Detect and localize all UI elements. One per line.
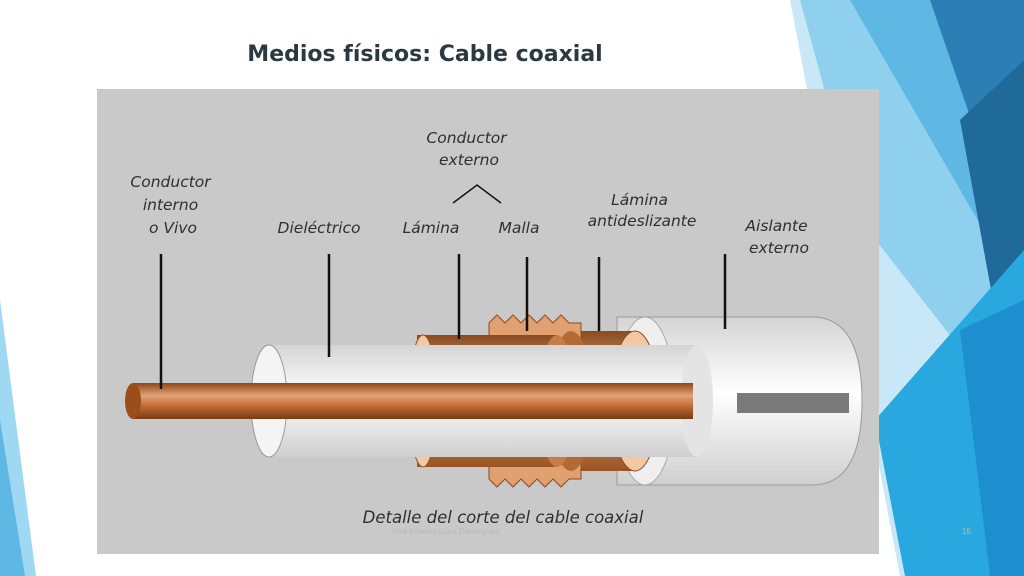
conductor-interno-layer: [125, 383, 693, 419]
page-number: 15: [962, 527, 971, 536]
label-conductor-externo: Conductor externo: [426, 129, 511, 169]
label-aislante-externo: Aislante externo: [744, 217, 812, 257]
label-lamina-antideslizante: Lámina antideslizante: [588, 191, 697, 230]
footer-author: José Ernesto Luna Domínguez: [390, 527, 500, 536]
label-malla: Malla: [499, 219, 540, 237]
coaxial-cable-diagram: Conductor interno o Vivo Dieléctrico Con…: [97, 89, 879, 554]
jacket-print-mark: [737, 393, 849, 413]
label-dielectrico: Dieléctrico: [278, 219, 361, 237]
label-conductor-interno: Conductor interno o Vivo: [130, 173, 215, 237]
label-lamina: Lámina: [403, 219, 460, 237]
leader-lines: [159, 254, 727, 389]
figure-caption: Detalle del corte del cable coaxial: [363, 508, 644, 527]
conductor-externo-bracket: [452, 184, 502, 204]
slide-title: Medios físicos: Cable coaxial: [247, 42, 603, 67]
